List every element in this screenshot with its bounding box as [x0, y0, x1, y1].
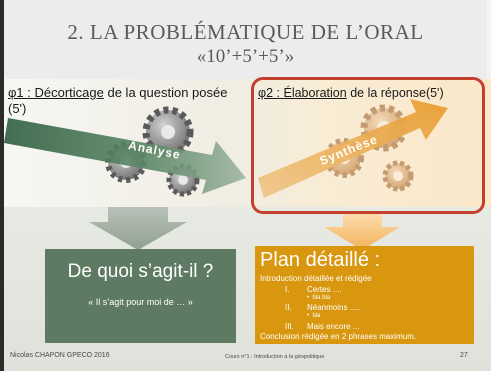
plan-item-num: III. [285, 322, 294, 331]
phase1-header: φ1 : Décorticage de la question posée (5… [8, 85, 238, 117]
footer-author: Nicolas CHAPON GPECO 2016 [10, 352, 110, 359]
synthese-arrow [258, 99, 448, 198]
plan-item-text: Mais encore ... [307, 322, 360, 331]
left-edge-strip [0, 0, 4, 371]
footer-page-number: 27 [460, 352, 468, 359]
slide-subtitle: «10’+5’+5’» [196, 46, 295, 67]
question-text: De quoi s’agit-il ? [67, 261, 214, 282]
phase2-header: φ2 : Élaboration de la réponse(5') [258, 85, 483, 101]
analyse-arrow [4, 118, 246, 194]
question-box: De quoi s’agit-il ? « Il s’agit pour moi… [45, 249, 236, 343]
plan-title: Plan détaillé : [260, 249, 381, 271]
phase2-desc: de la réponse(5') [346, 86, 444, 100]
title-bar [4, 0, 487, 79]
plan-intro: Introduction détaillée et rédigée [260, 274, 372, 283]
plan-item-text: Néanmoins ..... [307, 303, 361, 312]
down-arrow-right [324, 214, 400, 250]
question-subtitle: « Il s’agit pour moi de … » [88, 297, 193, 307]
plan-item-sub: • bla bla [307, 295, 331, 301]
plan-item-num: I. [285, 285, 290, 294]
down-arrow-left [89, 207, 187, 250]
highlight-box [251, 77, 485, 214]
phase1-label: φ1 : Décorticage [8, 85, 104, 100]
phase2-label: φ2 : Élaboration [258, 86, 347, 100]
phase1-desc: de la question posée (5') [8, 85, 228, 116]
plan-item-text: Certes .... [307, 285, 342, 294]
plan-box: Plan détaillé : Introduction détaillée e… [255, 246, 474, 344]
plan-item-num: II. [285, 303, 292, 312]
footer-course: Cours n°1 : Introduction à la géopolitiq… [225, 354, 325, 360]
slide-title: 2. LA PROBLÉMATIQUE DE L’ORAL [67, 20, 424, 44]
plan-conclusion: Conclusion rédigée en 2 phrases maximum. [260, 332, 417, 341]
plan-item-sub: • bla [307, 313, 321, 319]
